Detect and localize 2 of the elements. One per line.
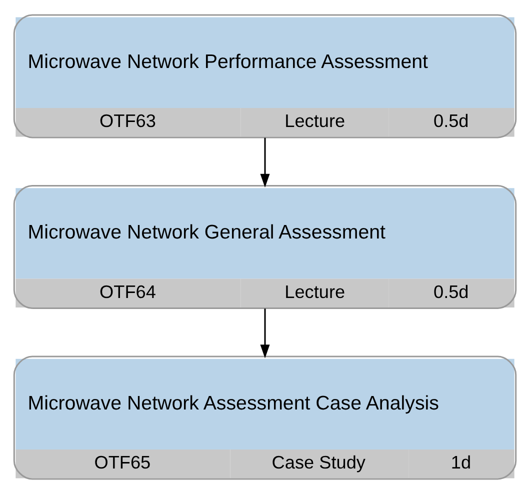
- arrow: [260, 308, 270, 358]
- arrow: [260, 137, 270, 188]
